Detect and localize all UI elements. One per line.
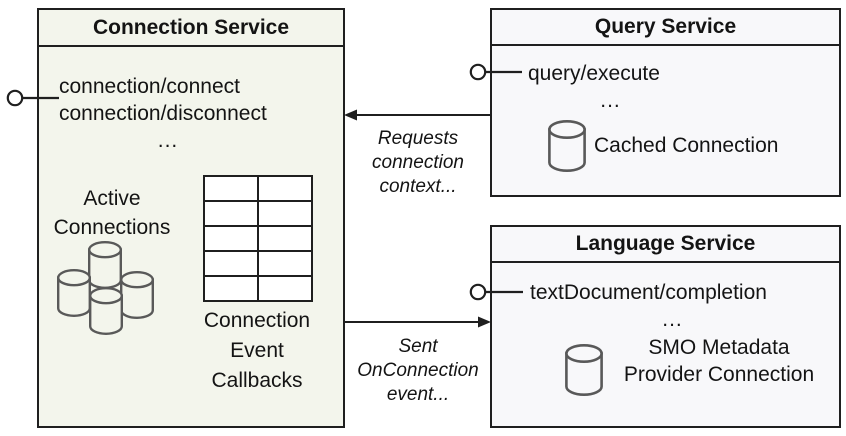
callback-table-cell [205,177,257,200]
language-methods-ellipsis: ... [662,308,683,331]
method-textdocument-completion: textDocument/completion [530,281,767,304]
database-cylinder-icon [88,286,124,335]
arrow-sent-onconnection-event [345,316,491,328]
smo-metadata-label: SMO Metadata Provider Connection [623,336,815,386]
method-connection-connect: connection/connect [59,75,240,98]
callback-table-cell [205,202,257,225]
active-connections-label: Active Connections [53,187,171,239]
database-cylinder-icon [565,344,603,396]
cached-connection-label: Cached Connection [594,134,779,157]
callback-table [203,175,313,302]
connection-methods: connection/connect connection/disconnect… [59,73,277,154]
callback-table-cell [259,202,311,225]
connection-service-title: Connection Service [92,15,290,39]
connection-service-box: Connection Service connection/connect co… [37,8,345,428]
language-service-title: Language Service [575,232,756,255]
connection-service-header: Connection Service [39,10,343,47]
callback-table-cell [205,252,257,275]
language-service-header: Language Service [492,227,839,263]
database-cylinder-icon [87,240,123,289]
database-cylinder-icon [548,120,586,172]
query-service-title: Query Service [594,15,737,38]
connection-methods-ellipsis: ... [157,129,179,152]
method-query-execute: query/execute [528,62,660,85]
active-connections-icon [56,240,155,335]
requests-connection-context-label: Requests connection context... [372,128,464,197]
arrow-requests-connection-context [344,109,490,121]
query-service-box: Query Service query/execute ... Cached C… [490,8,841,197]
query-methods-ellipsis: ... [600,89,621,112]
callback-table-cell [259,227,311,250]
sent-onconnection-event-label: Sent OnConnection event... [357,336,479,405]
query-methods: query/execute ... [528,60,693,114]
database-cylinder-icon [56,268,92,317]
language-methods: textDocument/completion ... [530,279,815,333]
method-connection-disconnect: connection/disconnect [59,102,267,125]
callback-table-cell [205,227,257,250]
callback-table-cell [259,252,311,275]
database-cylinder-icon [119,270,155,319]
query-service-header: Query Service [492,10,839,46]
callback-table-label: Connection Event Callbacks [203,309,311,392]
callback-table-cell [205,277,257,300]
language-service-box: Language Service textDocument/completion… [490,225,841,428]
callback-table-cell [259,277,311,300]
callback-table-cell [259,177,311,200]
